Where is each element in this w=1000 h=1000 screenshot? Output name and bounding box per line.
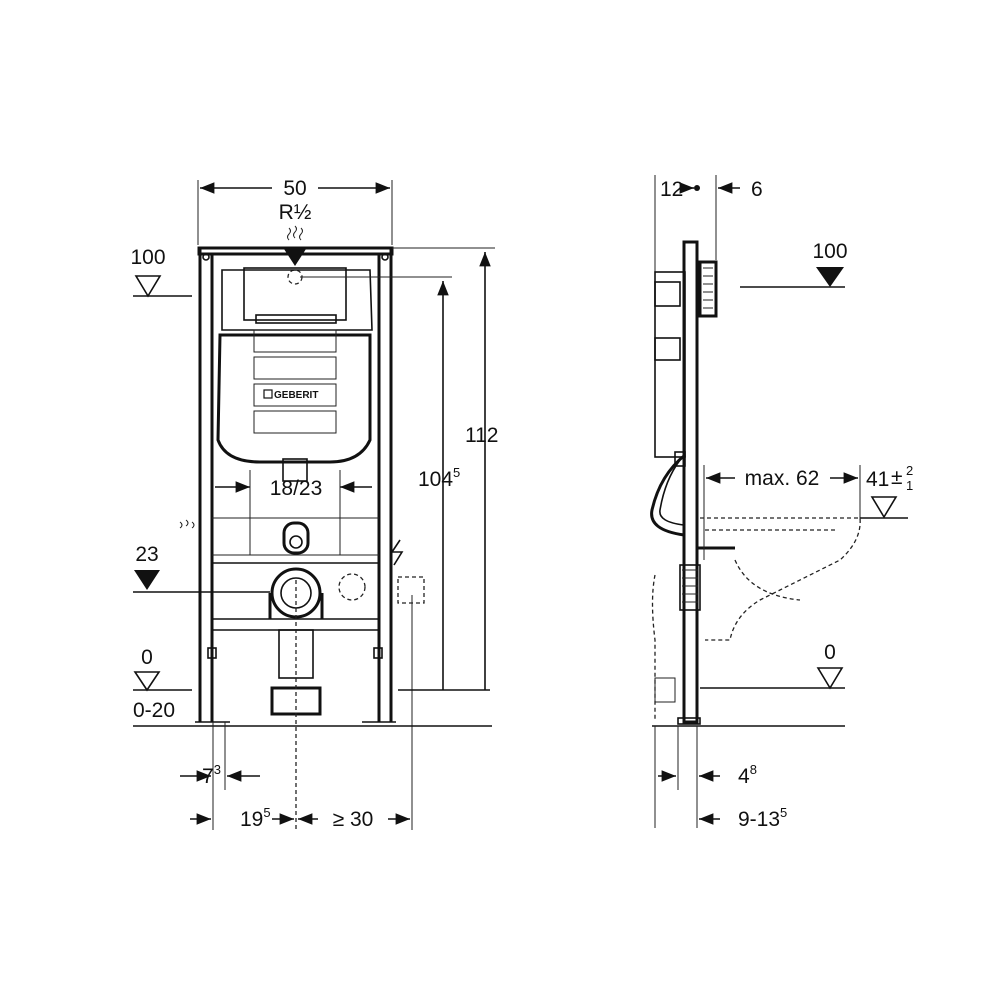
toilet-bowl-outline: [700, 517, 861, 641]
offset-19: 195: [240, 805, 271, 831]
drain-outlet: [268, 567, 324, 830]
water-supply-icon: [179, 519, 195, 529]
depth-9-13: 9-135: [738, 805, 787, 831]
height-112: 112: [465, 424, 498, 447]
min-30: ≥ 30: [333, 808, 374, 831]
height-104: 1045: [418, 465, 460, 491]
flush-plate: [698, 260, 718, 318]
tolerance-minus: 1: [906, 478, 913, 493]
power-socket-icon: [338, 573, 366, 601]
inlet-label: R½: [279, 201, 312, 224]
front-view: 50 R½: [130, 177, 498, 831]
power-socket-icon: [397, 576, 425, 604]
frame: [195, 246, 396, 723]
tolerance-plus: 2: [906, 463, 913, 478]
max-62: max. 62: [745, 467, 820, 490]
cistern: GEBERIT: [216, 267, 373, 482]
floor-range-label: 0-20: [133, 699, 175, 722]
connection-spacing: 18/23: [270, 477, 323, 500]
side-view: 12 6 max. 62 41 ± 2: [650, 175, 913, 831]
width-dimension: 50: [283, 177, 306, 200]
foot-width: 73: [202, 762, 221, 788]
depth-4: 48: [738, 762, 757, 788]
svg-text:GEBERIT: GEBERIT: [274, 390, 318, 401]
level-0-label: 0: [141, 646, 153, 669]
level-100-label: 100: [130, 246, 165, 269]
depth-12: 12: [660, 178, 683, 201]
level-0-label: 0: [824, 641, 836, 664]
geberit-logo: GEBERIT: [263, 389, 318, 401]
tolerance-sign: ±: [891, 466, 903, 489]
electric-icon: [390, 539, 404, 566]
level-100-label: 100: [812, 240, 847, 263]
level-23-label: 23: [135, 543, 158, 566]
depth-6: 6: [751, 178, 763, 201]
height-41: 41: [866, 468, 889, 491]
